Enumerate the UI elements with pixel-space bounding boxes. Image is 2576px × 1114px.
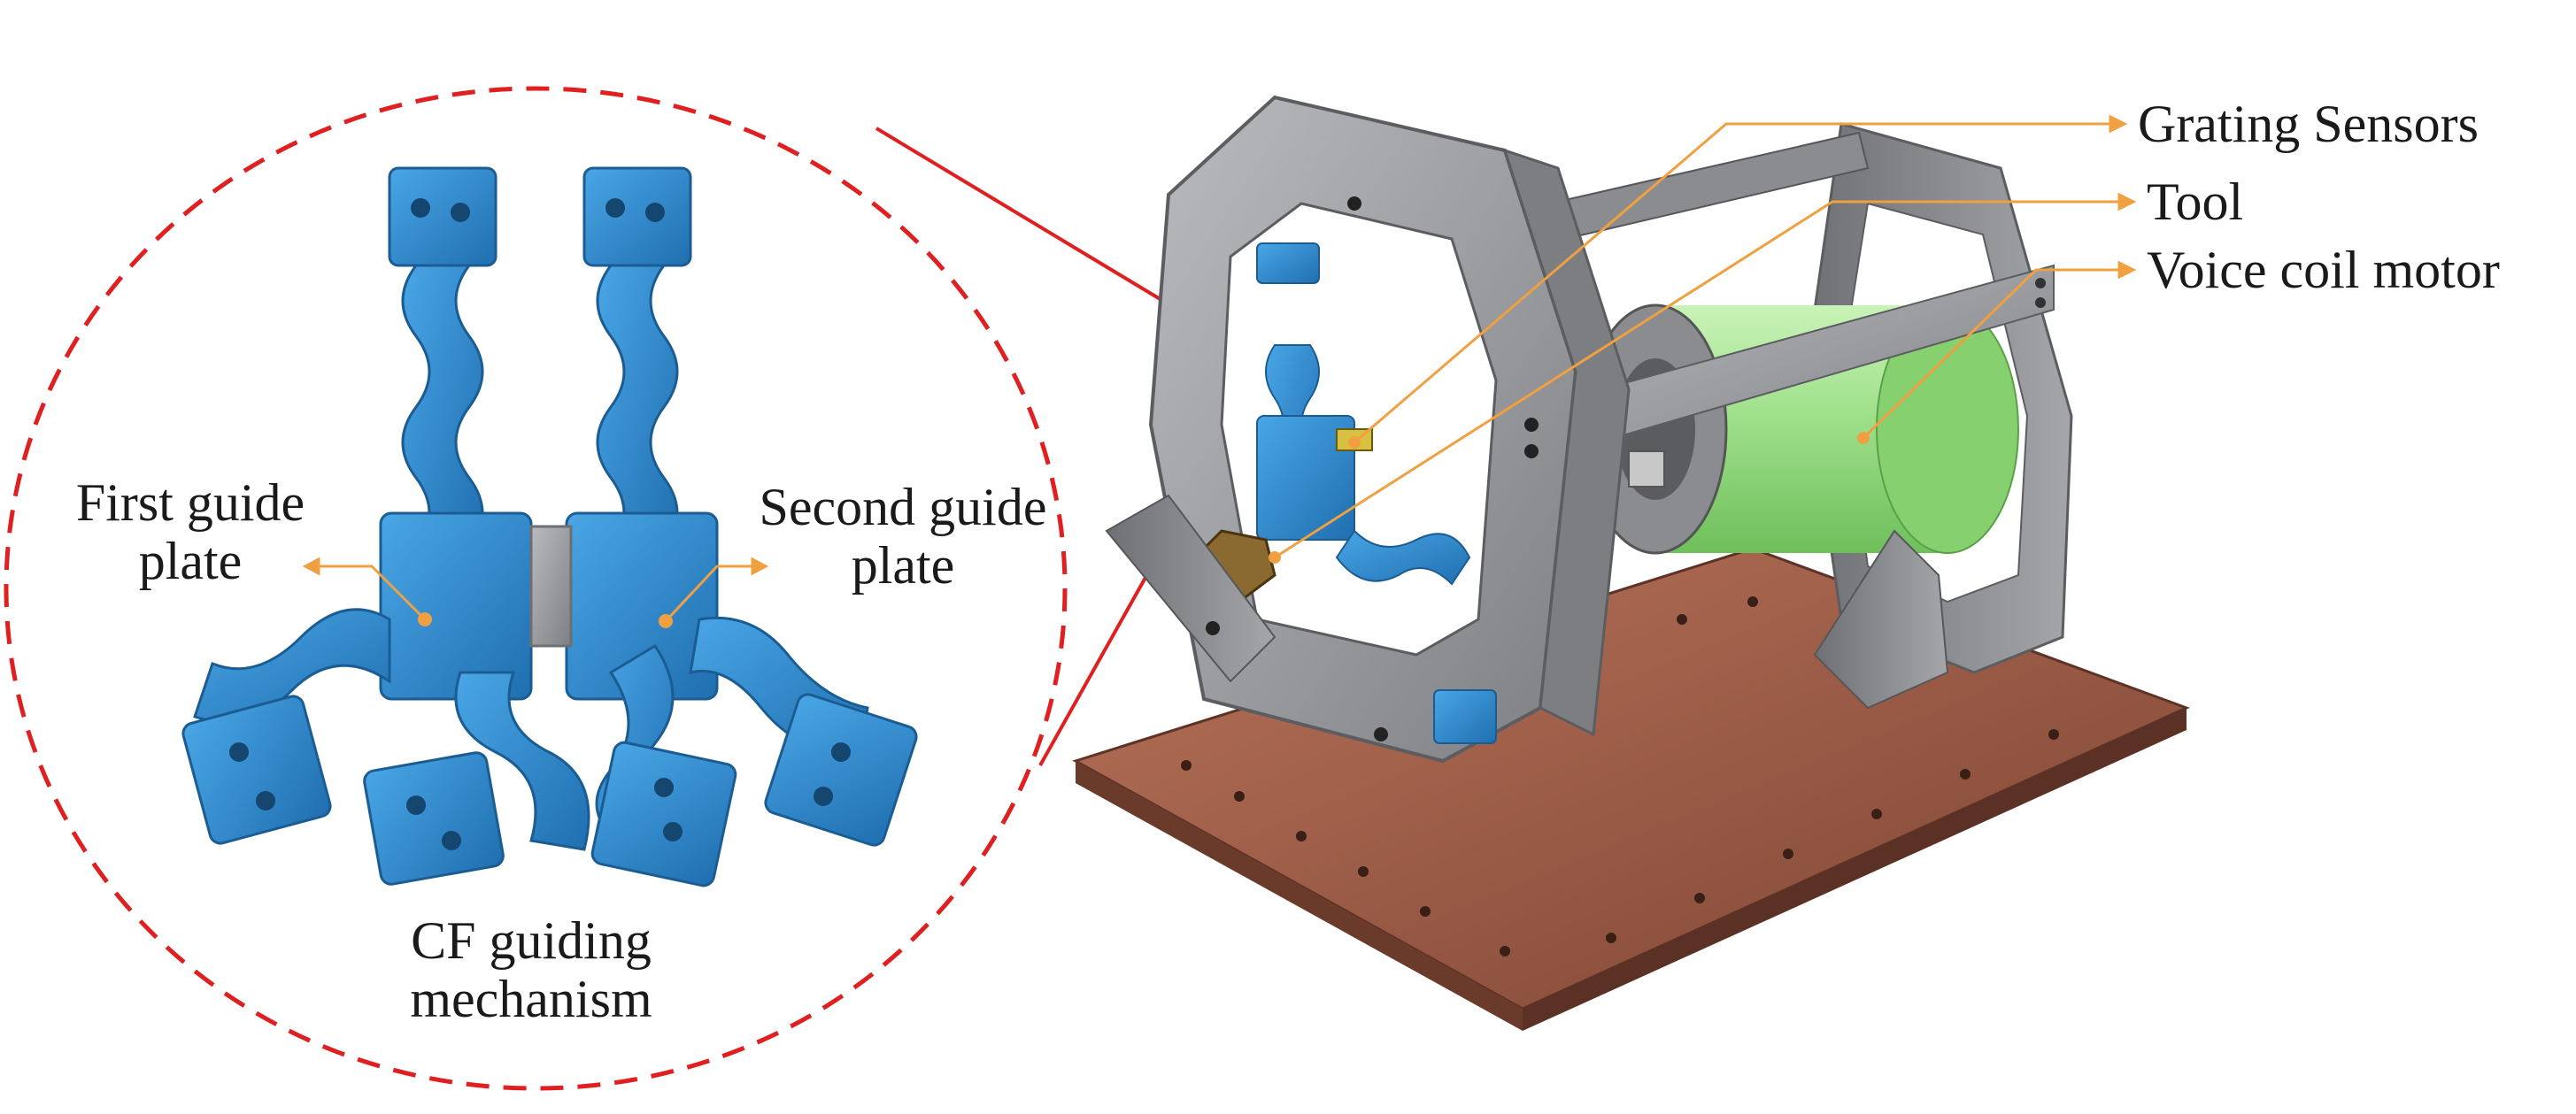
first-guide-plate-line1: First guide [75, 473, 305, 532]
right-leaders [1274, 114, 2137, 559]
bottom-center-pad [363, 751, 505, 886]
cf-guiding-mechanism [181, 166, 918, 887]
cf-guiding-mechanism-line2: mechanism [410, 970, 652, 1028]
right-flexure-leg [596, 264, 679, 550]
mounting-holes [229, 198, 851, 850]
frame-holes [1206, 196, 1539, 741]
base-plate-edge [1076, 761, 1523, 1031]
machine-assembly [1072, 95, 2190, 1031]
cf-guiding-mechanism-label: CF guiding mechanism [381, 911, 682, 1028]
voice-coil-motor-label: Voice coil motor [2147, 241, 2500, 299]
grating-sensors-label: Grating Sensors [2138, 95, 2479, 153]
first-guide-plate-label: First guide plate [62, 473, 319, 590]
tool-label: Tool [2147, 173, 2244, 231]
left-leaders [302, 557, 769, 623]
side-bracket [1813, 529, 1949, 710]
front-frame-side [1502, 148, 1631, 737]
installed-cf-mechanism [1256, 242, 1497, 744]
top-left-pad [388, 166, 497, 267]
second-guide-plate-line2: plate [851, 536, 955, 595]
zoom-circle [4, 86, 1068, 1091]
lower-center-left-arm [454, 671, 590, 851]
cf-guiding-mechanism-line1: CF guiding [411, 911, 652, 970]
left-arm [1105, 494, 1276, 683]
first-guide-plate-line2: plate [138, 532, 243, 590]
lower-left-arm [193, 608, 391, 724]
bottom-right-pad [764, 693, 918, 847]
second-guide-plate-label: Second guide plate [735, 478, 1071, 595]
left-flexure-leg [401, 264, 484, 550]
top-right-pad [582, 166, 692, 267]
second-guide-plate-line1: Second guide [759, 478, 1047, 536]
bottom-center-right-pad [590, 741, 737, 887]
base-plate-edge-right [1523, 708, 2187, 1031]
bottom-left-pad [181, 695, 332, 845]
connecting-block [529, 525, 573, 648]
